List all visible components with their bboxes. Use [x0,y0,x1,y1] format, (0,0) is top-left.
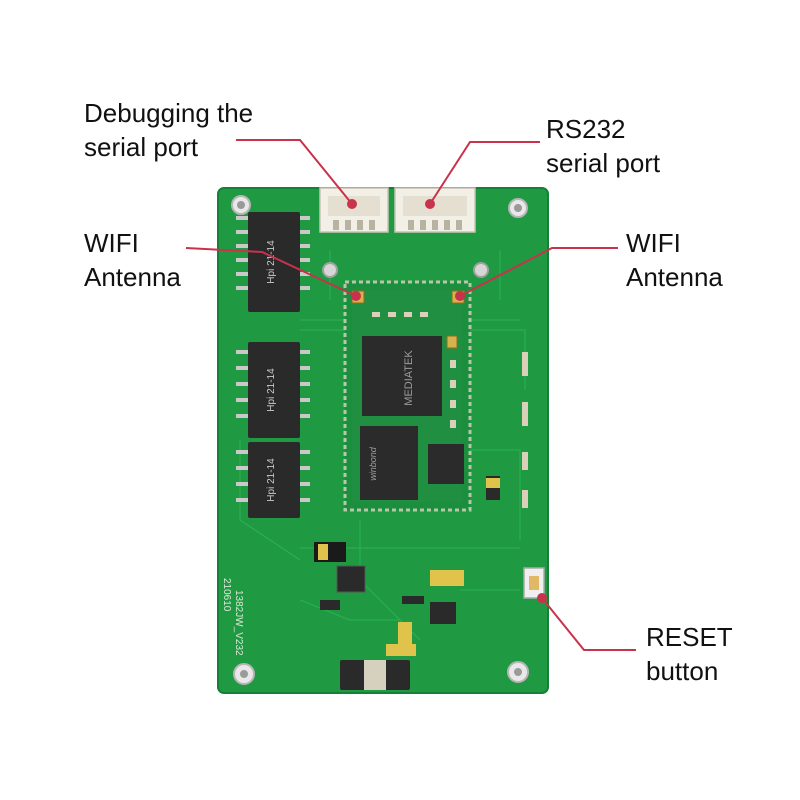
magnetics-module-3: Hpi 21-14 [248,442,300,518]
chip-brand-label: MEDIATEK [403,350,415,406]
callout-line-reset [541,597,636,651]
debug-serial-connector [319,187,389,233]
callout-line-wifi-right [459,247,618,297]
debug-port-label: Debugging the serial port [84,98,254,162]
rs232-serial-connector [394,187,476,233]
flash-brand-label: winbond [368,446,378,481]
callout-line-rs232 [429,141,540,205]
mounting-holes [231,195,529,685]
magnetics-module-2: Hpi 21-14 [248,342,300,438]
wifi-antenna-left-label: WIFI Antenna [84,228,181,292]
rs232-port-label: RS232 serial port [546,114,661,178]
magnetics-1-marking: Hpi 21-14 [266,240,277,284]
pcb-code-silkscreen: 1382JW_V232 [233,590,244,656]
magnetics-2-marking: Hpi 21-14 [266,368,277,412]
pcb-date-silkscreen: 210610 [221,578,232,612]
magnetics-module-1: Hpi 21-14 [248,212,300,312]
callout-line-debug [236,139,353,205]
wifi-module: MEDIATEK winbond [343,280,472,512]
mediatek-soc [362,336,442,416]
magnetics-3-marking: Hpi 21-14 [266,458,277,502]
wifi-antenna-right-label: WIFI Antenna [626,228,723,292]
reset-button-component [523,567,545,599]
winbond-flash-chip [360,426,418,500]
power-components [314,352,528,690]
reset-button-label: RESET button [646,622,733,686]
callout-line-wifi-left [185,247,357,297]
